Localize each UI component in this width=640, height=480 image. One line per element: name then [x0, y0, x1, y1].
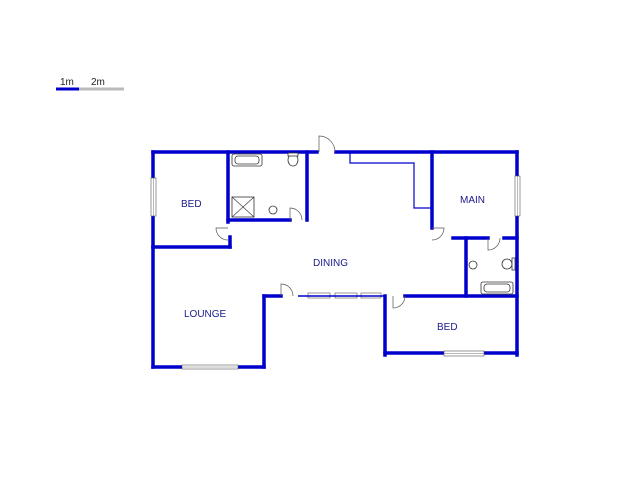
door-lounge [280, 283, 294, 297]
room-labels: BED MAIN DINING LOUNGE BED [181, 195, 485, 333]
scale-bar: 1m 2m [56, 77, 124, 91]
room-label-main: MAIN [460, 195, 485, 206]
door-main [431, 227, 445, 241]
room-label-bed-left: BED [181, 199, 202, 210]
doors [215, 135, 501, 309]
kitchen-counter [349, 152, 432, 209]
door-ensuite [487, 237, 501, 251]
door-bed-left [215, 227, 229, 241]
windows [150, 175, 521, 370]
room-label-bed-right: BED [437, 322, 458, 333]
door-bed-right [392, 295, 406, 309]
basin-icon [268, 205, 278, 215]
entry-door [318, 135, 336, 153]
ensuite-toilet-icon [501, 258, 513, 270]
door-bath [289, 207, 303, 221]
scale-label-2m: 2m [91, 77, 105, 88]
room-label-dining: DINING [313, 258, 348, 269]
room-label-lounge: LOUNGE [184, 309, 227, 320]
ensuite-basin-icon [468, 260, 478, 270]
scale-label-1m: 1m [60, 77, 74, 88]
fixtures [231, 152, 516, 295]
